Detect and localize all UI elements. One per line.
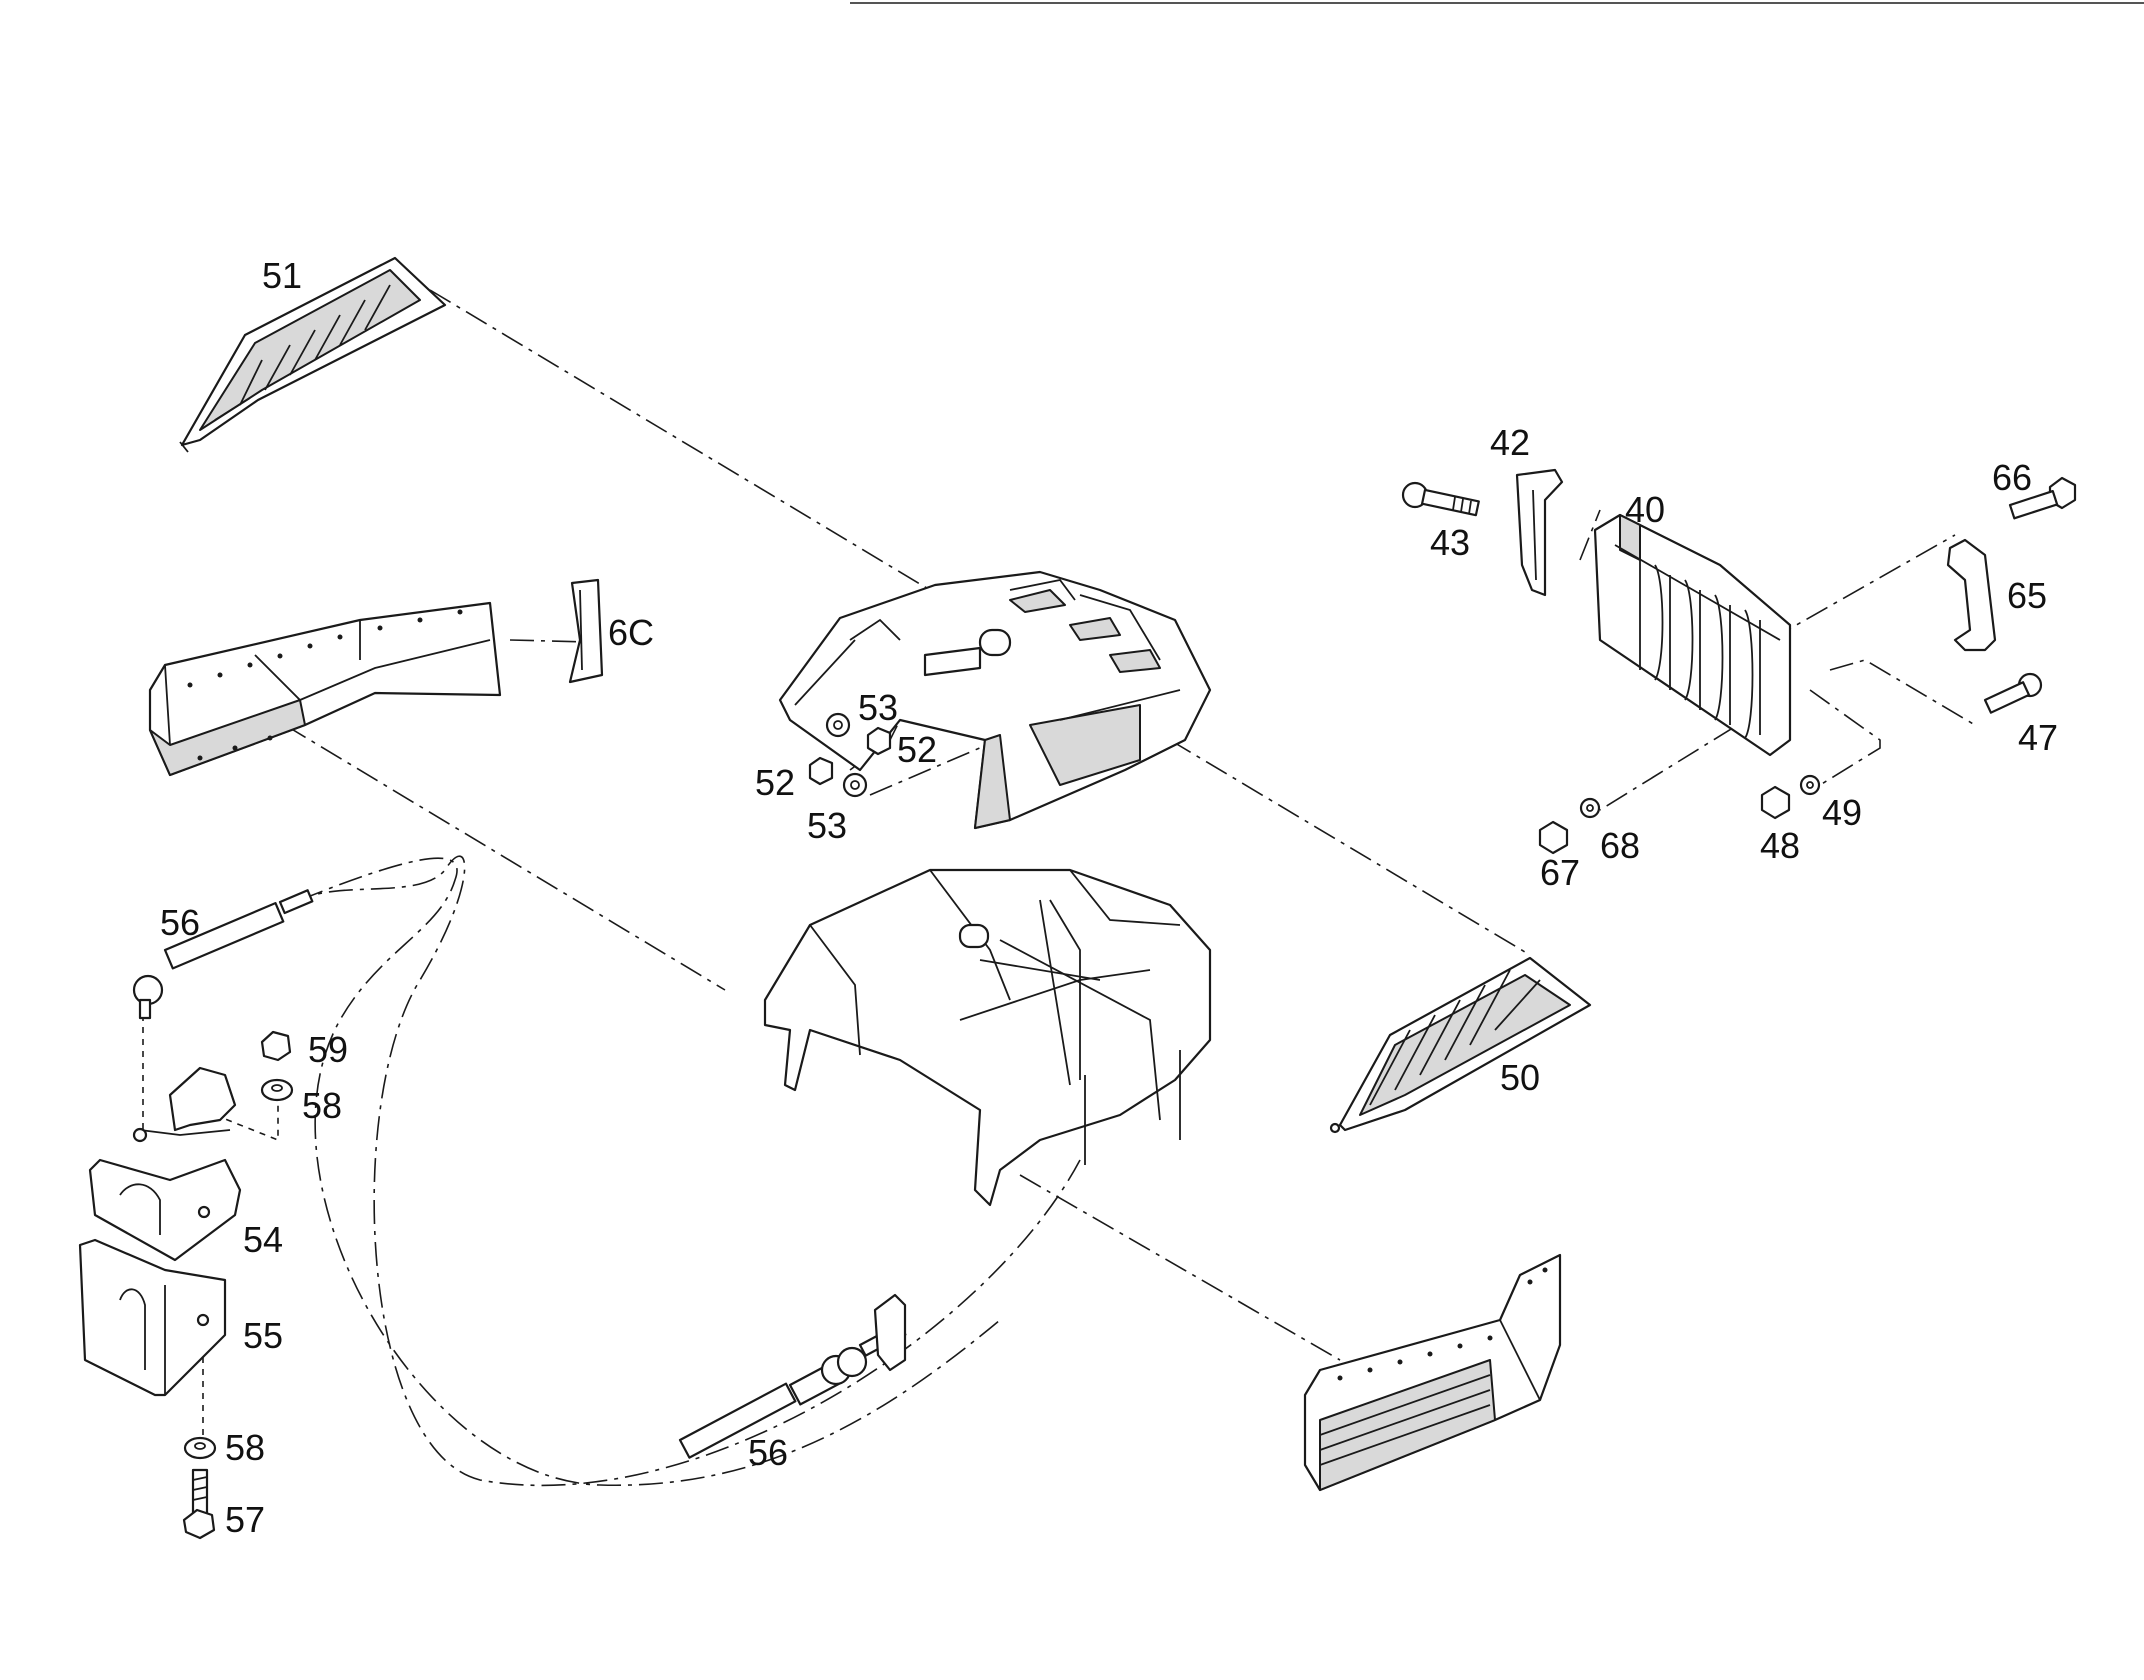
part-59-nut [260, 1030, 292, 1062]
callout-53-lower: 53 [807, 805, 847, 846]
callout-49: 49 [1822, 792, 1862, 833]
part-47-bolt [1983, 672, 2043, 714]
callout-68: 68 [1600, 825, 1640, 866]
part-50-grille-panel [1329, 956, 1592, 1134]
part-42-bracket [1515, 468, 1564, 597]
callout-51: 51 [262, 255, 302, 296]
callout-66: 66 [1992, 457, 2032, 498]
callout-50: 50 [1500, 1057, 1540, 1098]
callout-40: 40 [1625, 489, 1665, 530]
part-56-lower-rod [678, 1293, 907, 1459]
lower-right-side-panel [1303, 1253, 1562, 1492]
callout-53-upper: 53 [858, 687, 898, 728]
callout-labels: 51 6C 53 52 52 53 42 40 43 66 65 47 49 4… [160, 255, 2058, 1540]
callout-47: 47 [2018, 717, 2058, 758]
callout-48: 48 [1760, 825, 1800, 866]
part-65-clip [1946, 538, 1997, 652]
part-55-lower-block [78, 1238, 227, 1397]
callout-52-left: 52 [755, 762, 795, 803]
callout-54: 54 [243, 1219, 283, 1260]
callout-59: 59 [308, 1029, 348, 1070]
callout-42: 42 [1490, 422, 1530, 463]
left-side-panel [148, 601, 502, 777]
callout-56-upper: 56 [160, 902, 200, 943]
part-60-strip [568, 578, 604, 684]
part-57-bolt [182, 1468, 216, 1540]
part-54-mount-block [88, 1066, 242, 1262]
callout-56-lower: 56 [748, 1432, 788, 1473]
part-66-bolt [2008, 476, 2077, 520]
hardware-48-49-67-68 [1538, 774, 1821, 855]
callout-43: 43 [1430, 522, 1470, 563]
callout-67: 67 [1540, 852, 1580, 893]
callout-58-upper: 58 [302, 1085, 342, 1126]
part-51-grille-panel [179, 256, 447, 453]
callout-57: 57 [225, 1499, 265, 1540]
callout-58-lower: 58 [225, 1427, 265, 1468]
part-56-upper-rod [132, 889, 314, 1020]
part-58-washer-upper [260, 1078, 294, 1102]
part-43-bolt [1401, 481, 1480, 517]
callout-60: 6C [608, 612, 654, 653]
part-40-rear-grille [1593, 513, 1792, 757]
callout-55: 55 [243, 1315, 283, 1356]
center-frame-chassis [763, 868, 1212, 1207]
part-58-washer-lower [183, 1436, 217, 1460]
callout-52-right: 52 [897, 729, 937, 770]
hardware-52-53 [808, 712, 892, 798]
callout-65: 65 [2007, 575, 2047, 616]
